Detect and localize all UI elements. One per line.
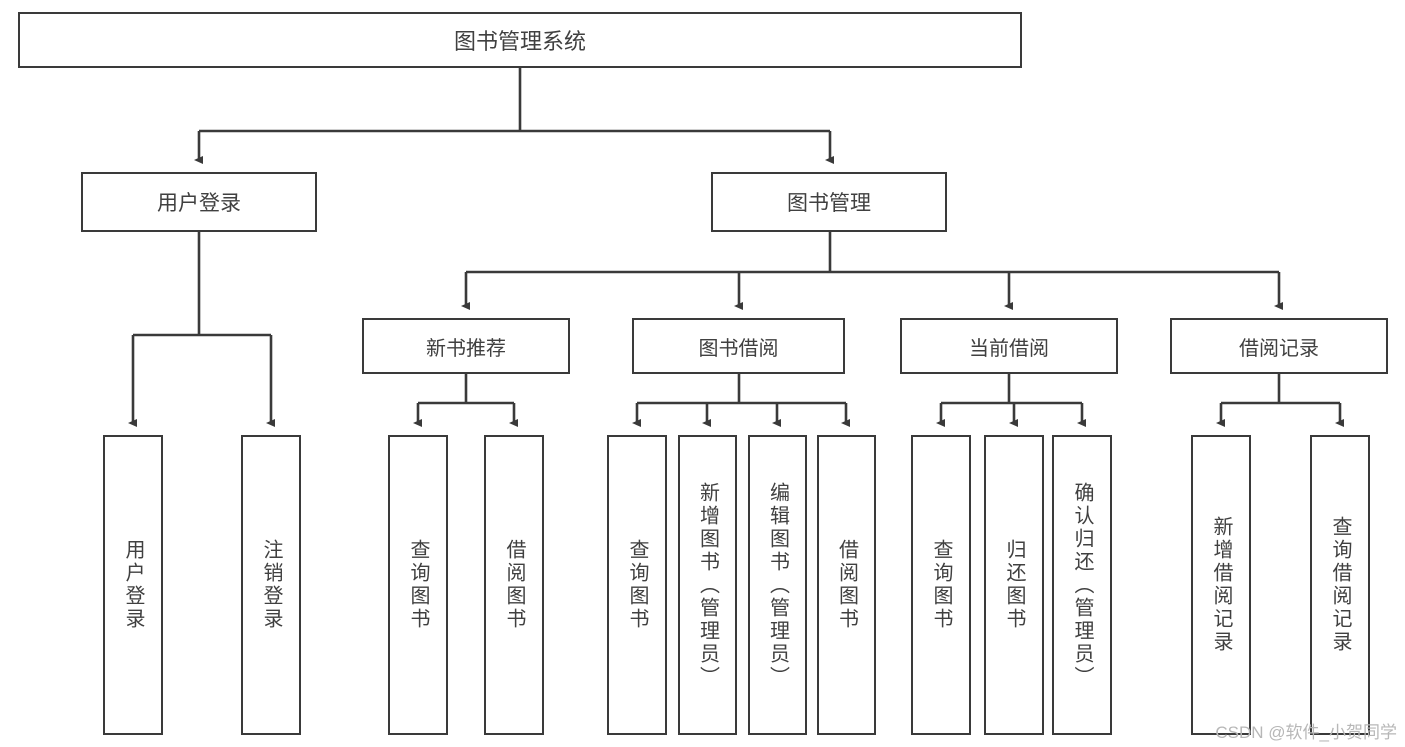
node-current-borrow-label: 当前借阅 xyxy=(969,337,1049,360)
node-leaf-rec-add[interactable]: 新增借阅记录 xyxy=(1191,435,1251,735)
node-leaf-rec-query[interactable]: 查询图书 xyxy=(388,435,448,735)
node-current-borrow[interactable]: 当前借阅 xyxy=(900,318,1118,374)
node-leaf-rec-borrow-label: 借阅图书 xyxy=(503,539,525,631)
node-leaf-borrow-query[interactable]: 查询图书 xyxy=(607,435,667,735)
node-root-label: 图书管理系统 xyxy=(453,29,586,54)
node-leaf-user-logout[interactable]: 注销登录 xyxy=(241,435,301,735)
node-leaf-rec-borrow[interactable]: 借阅图书 xyxy=(484,435,544,735)
node-leaf-borrow-edit-label: 编辑图书（管理员） xyxy=(766,481,789,689)
node-leaf-cur-query[interactable]: 查询图书 xyxy=(911,435,971,735)
node-leaf-cur-return-label: 归还图书 xyxy=(1003,539,1025,631)
node-leaf-borrow-do-label: 借阅图书 xyxy=(835,539,858,631)
node-leaf-borrow-add[interactable]: 新增图书（管理员） xyxy=(678,435,737,735)
node-leaf-cur-query-label: 查询图书 xyxy=(930,539,952,631)
node-user-login-label: 用户登录 xyxy=(157,192,241,215)
node-leaf-user-logout-label: 注销登录 xyxy=(260,539,282,631)
node-leaf-borrow-add-label: 新增图书（管理员） xyxy=(696,481,719,689)
node-leaf-user-login-label: 用户登录 xyxy=(122,539,144,631)
node-book-borrow-label: 图书借阅 xyxy=(698,337,779,360)
node-book-manage-label: 图书管理 xyxy=(787,192,871,215)
node-book-borrow[interactable]: 图书借阅 xyxy=(632,318,845,374)
node-leaf-cur-return[interactable]: 归还图书 xyxy=(984,435,1044,735)
node-leaf-cur-confirm[interactable]: 确认归还（管理员） xyxy=(1052,435,1112,735)
node-leaf-rec-query2[interactable]: 查询借阅记录 xyxy=(1310,435,1370,735)
node-leaf-rec-query-label: 查询图书 xyxy=(407,539,429,631)
csdn-watermark: CSDN @软件_小贺同学 xyxy=(1215,723,1397,742)
node-root[interactable]: 图书管理系统 xyxy=(18,12,1022,68)
node-leaf-borrow-do[interactable]: 借阅图书 xyxy=(817,435,876,735)
node-leaf-cur-confirm-label: 确认归还（管理员） xyxy=(1071,481,1093,689)
node-leaf-rec-query2-label: 查询借阅记录 xyxy=(1329,516,1351,654)
node-user-login[interactable]: 用户登录 xyxy=(81,172,317,232)
node-leaf-user-login[interactable]: 用户登录 xyxy=(103,435,163,735)
node-new-book-rec[interactable]: 新书推荐 xyxy=(362,318,570,374)
node-borrow-record-label: 借阅记录 xyxy=(1239,337,1319,360)
node-new-book-rec-label: 新书推荐 xyxy=(426,337,506,360)
node-book-manage[interactable]: 图书管理 xyxy=(711,172,947,232)
node-borrow-record[interactable]: 借阅记录 xyxy=(1170,318,1388,374)
node-leaf-rec-add-label: 新增借阅记录 xyxy=(1210,516,1232,654)
node-leaf-borrow-query-label: 查询图书 xyxy=(626,539,648,631)
node-leaf-borrow-edit[interactable]: 编辑图书（管理员） xyxy=(748,435,807,735)
